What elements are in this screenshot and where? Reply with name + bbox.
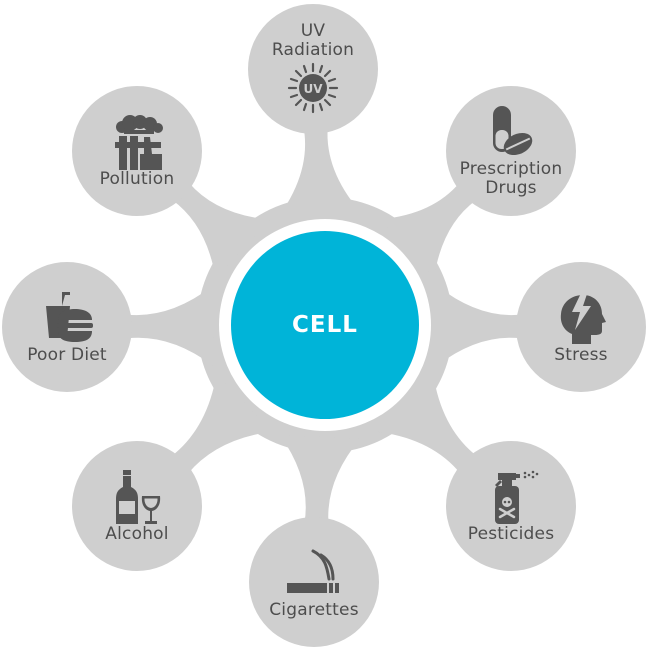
spray-bottle-icon	[495, 470, 539, 524]
pill-capsule-icon	[493, 106, 533, 156]
factory-icon	[115, 114, 163, 170]
uv-icon-text: UV	[303, 82, 323, 96]
factor-label: Alcohol	[105, 523, 169, 544]
factor-uv-radiation: UV Radiation UV	[248, 4, 378, 134]
petal-stem	[172, 182, 270, 279]
factor-label: Prescription Drugs	[459, 159, 563, 198]
petal-stem	[379, 182, 477, 278]
factor-pollution: Pollution	[72, 86, 202, 216]
head-lightning-icon	[560, 290, 606, 344]
petal-stem	[125, 285, 214, 366]
factor-poor-diet: Poor Diet	[2, 262, 132, 392]
factor-alcohol: Alcohol	[72, 441, 202, 571]
factor-label: Pollution	[99, 168, 175, 189]
fast-food-icon	[46, 291, 93, 342]
factor-cigarettes: Cigarettes	[249, 517, 379, 647]
cell-label: CELL	[292, 312, 358, 338]
factor-label: Poor Diet	[27, 344, 107, 365]
petal-stem	[279, 127, 360, 215]
cigarette-icon	[287, 549, 339, 593]
factor-prescription-drugs: Prescription Drugs	[446, 86, 576, 216]
uv-sun-icon: UV	[287, 62, 339, 114]
petal-stem	[280, 435, 361, 524]
petal-stem	[171, 373, 273, 474]
factor-label: Pesticides	[467, 523, 555, 544]
factor-label: Stress	[554, 344, 608, 365]
factor-label: UV Radiation	[271, 21, 355, 60]
factor-pesticides: Pesticides	[446, 441, 576, 571]
factor-label: Cigarettes	[269, 599, 359, 620]
petal-stem	[377, 374, 478, 474]
petal-stem	[436, 285, 523, 366]
bottle-glass-icon	[116, 469, 161, 524]
cell-center-circle: CELL	[231, 231, 419, 419]
factor-stress: Stress	[516, 262, 646, 392]
